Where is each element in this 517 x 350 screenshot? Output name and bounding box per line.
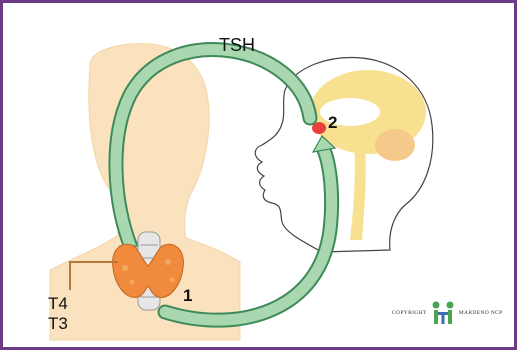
t3-label: T3 <box>48 315 68 332</box>
copyright-logo: COPYRIGHT MARDENO NCP <box>392 300 503 326</box>
copyright-text-right: MARDENO NCP <box>459 310 503 316</box>
tsh-label: TSH <box>219 36 255 54</box>
copyright-text-left: COPYRIGHT <box>392 310 427 316</box>
pituitary-number-label: 2 <box>328 114 337 131</box>
company-logo-icon <box>430 300 456 326</box>
t4-label: T4 <box>48 295 68 312</box>
cerebellum-region <box>375 129 415 161</box>
thyroid-number-label: 1 <box>183 287 192 304</box>
